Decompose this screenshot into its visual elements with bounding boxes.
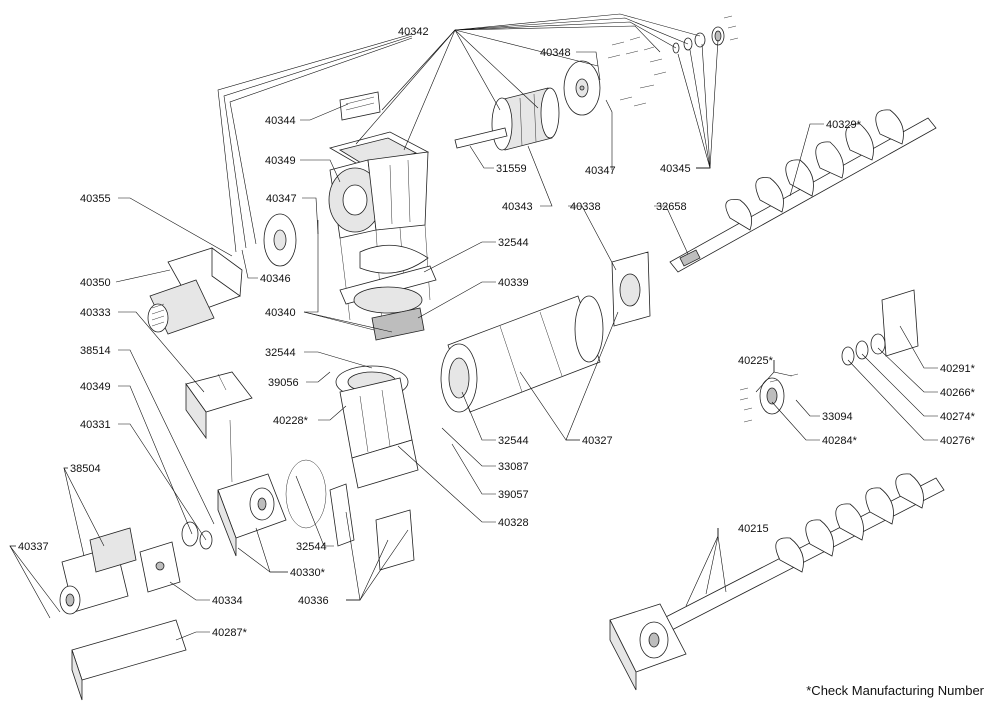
label-40349-top: 40349 (265, 155, 296, 167)
hardware-row-top (607, 15, 739, 107)
cover-40287 (71, 619, 187, 701)
bearing-plate-40348 (563, 60, 601, 116)
guard-40333 (185, 371, 253, 440)
end-plate-40338 (611, 251, 651, 327)
auger-trough-40327 (440, 295, 604, 413)
label-40348: 40348 (540, 47, 571, 59)
auger-40329 (669, 109, 937, 273)
label-40215: 40215 (738, 523, 769, 535)
label-40349-left: 40349 (80, 381, 111, 393)
label-40350: 40350 (80, 277, 111, 289)
label-40347-left: 40347 (266, 193, 297, 205)
label-40276: 40276* (940, 435, 976, 447)
flange-40347 (263, 213, 297, 267)
bearing-assembly-right (739, 289, 919, 423)
label-39056: 39056 (268, 377, 299, 389)
label-40339: 40339 (498, 277, 529, 289)
transition-adapter-40228 (335, 365, 419, 489)
label-40337: 40337 (18, 541, 49, 553)
label-40329: 40329* (826, 119, 862, 131)
label-40334: 40334 (212, 595, 243, 607)
label-40336: 40336 (298, 595, 329, 607)
label-40355: 40355 (80, 193, 111, 205)
label-40345: 40345 (660, 163, 691, 175)
motor-40350 (147, 247, 243, 335)
feeder-housing (328, 91, 430, 239)
label-40330: 40330* (290, 567, 326, 579)
label-32544-c: 32544 (498, 435, 529, 447)
label-33087: 33087 (498, 461, 529, 473)
label-40347-right: 40347 (585, 165, 616, 177)
label-32544-b: 32544 (265, 347, 296, 359)
label-32544-a: 32544 (498, 237, 529, 249)
label-40346: 40346 (260, 273, 291, 285)
leader-lines (9, 13, 938, 641)
housing-frame (339, 224, 437, 341)
gasket-and-brackets (285, 459, 415, 571)
label-40338: 40338 (570, 201, 601, 213)
label-40284: 40284* (822, 435, 858, 447)
label-40327: 40327 (582, 435, 613, 447)
label-40333: 40333 (80, 307, 111, 319)
part-drawings (59, 15, 945, 701)
label-40228: 40228* (273, 415, 309, 427)
label-38514: 38514 (80, 345, 111, 357)
label-40342: 40342 (398, 26, 429, 38)
drive-motor-38504 (59, 527, 137, 615)
mount-plate-40334 (139, 541, 181, 593)
label-38504: 38504 (70, 463, 101, 475)
label-40344: 40344 (265, 115, 296, 127)
label-32544-d: 32544 (296, 541, 327, 553)
label-40343: 40343 (502, 201, 533, 213)
label-39057: 39057 (498, 489, 529, 501)
label-40331: 40331 (80, 419, 111, 431)
part-number-labels: 40342 40348 40344 40349 40347 40355 4035… (18, 26, 976, 639)
manufacturing-footnote: *Check Manufacturing Number (806, 683, 984, 698)
label-40274: 40274* (940, 411, 976, 423)
gearbox-38514 (181, 419, 287, 557)
paddle-rotor-40343 (454, 87, 560, 151)
label-40291: 40291* (940, 363, 976, 375)
label-40340: 40340 (265, 307, 296, 319)
label-40287: 40287* (212, 627, 248, 639)
label-40328: 40328 (498, 517, 529, 529)
auger-assembly-40215 (609, 473, 945, 691)
label-40225: 40225* (738, 355, 774, 367)
label-40266: 40266* (940, 387, 976, 399)
label-31559: 31559 (496, 163, 527, 175)
label-33094: 33094 (822, 411, 853, 423)
label-32658: 32658 (656, 201, 687, 213)
